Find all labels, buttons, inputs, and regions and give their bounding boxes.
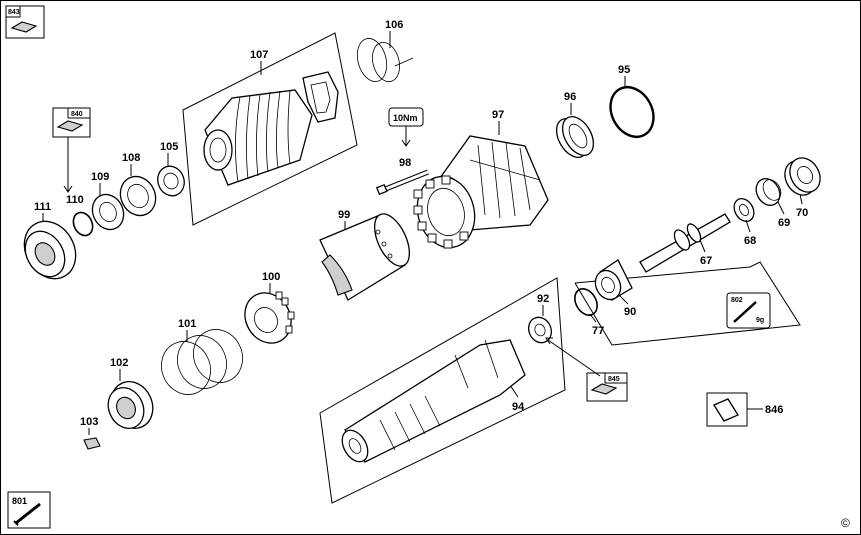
label-109: 109 xyxy=(91,171,109,183)
label-77: 77 xyxy=(592,325,604,337)
label-101: 101 xyxy=(178,318,196,330)
part-99-cylinder: 99 xyxy=(319,209,410,301)
label-103: 103 xyxy=(80,416,98,428)
label-96: 96 xyxy=(564,91,576,103)
label-105: 105 xyxy=(160,141,178,153)
copyright-symbol: © xyxy=(841,516,850,530)
part-67-shaft: 67 xyxy=(639,213,731,273)
kit-843-box: 843 xyxy=(5,5,45,39)
label-111: 111 xyxy=(34,201,51,213)
part-110-circlip: 110 xyxy=(66,194,94,237)
part-69-sleeve: 69 xyxy=(755,178,790,229)
part-96-ring: 96 xyxy=(555,91,595,158)
label-94: 94 xyxy=(512,401,525,413)
label-69: 69 xyxy=(778,217,790,229)
label-98: 98 xyxy=(399,157,411,169)
part-109-washer: 109 xyxy=(91,171,125,231)
part-90-sleeve: 90 xyxy=(594,259,636,318)
part-107-box: 107 xyxy=(182,32,358,226)
label-100: 100 xyxy=(262,271,280,283)
part-106-spring: 106 xyxy=(356,19,414,83)
label-846: 846 xyxy=(765,404,783,416)
label-106: 106 xyxy=(385,19,403,31)
right-group-box xyxy=(574,261,801,346)
part-70-bush: 70 xyxy=(784,157,821,219)
kit-801-box: 801 xyxy=(7,491,51,529)
label-67: 67 xyxy=(700,255,712,267)
label-845: 845 xyxy=(608,376,620,383)
label-802: 802 xyxy=(731,297,743,304)
part-97-housing: 97 xyxy=(413,109,549,249)
part-94-spindle-box: 94 xyxy=(319,277,566,504)
part-95-oring: 95 xyxy=(609,64,655,139)
label-grease: 9g xyxy=(756,317,764,324)
part-92-seal: 92 xyxy=(527,293,601,377)
label-840: 840 xyxy=(71,111,83,118)
part-102-clutch: 102 xyxy=(107,357,154,429)
part-101-spring: 101 xyxy=(161,318,243,395)
part-68-ring: 68 xyxy=(733,198,756,247)
part-103-clip: 103 xyxy=(80,416,101,450)
label-torque: 10Nm xyxy=(393,113,418,123)
label-843: 843 xyxy=(8,9,20,16)
label-801: 801 xyxy=(12,496,27,506)
label-92: 92 xyxy=(537,293,549,305)
label-70: 70 xyxy=(796,207,808,219)
label-110: 110 xyxy=(66,194,84,206)
label-97: 97 xyxy=(492,109,504,121)
kit-845-box: 845 xyxy=(586,372,628,402)
label-95: 95 xyxy=(618,64,630,76)
kit-840-box: 840 xyxy=(52,107,91,193)
kit-802-grease-box: 802 9g xyxy=(726,292,771,329)
part-111-cap: 111 xyxy=(23,201,77,280)
part-107-bellows xyxy=(203,71,339,186)
part-108-bearing: 108 xyxy=(119,152,157,217)
label-102: 102 xyxy=(110,357,128,369)
part-105-ring: 105 xyxy=(157,141,185,197)
part-77-oring: 77 xyxy=(574,288,604,337)
label-68: 68 xyxy=(744,235,756,247)
part-98-bolt: 10Nm 98 xyxy=(375,107,429,196)
label-108: 108 xyxy=(122,152,140,164)
part-100-gear: 100 xyxy=(244,271,295,344)
kit-846-box: 846 xyxy=(706,392,783,427)
label-90: 90 xyxy=(624,306,636,318)
label-107: 107 xyxy=(250,49,268,61)
label-99: 99 xyxy=(338,209,350,221)
